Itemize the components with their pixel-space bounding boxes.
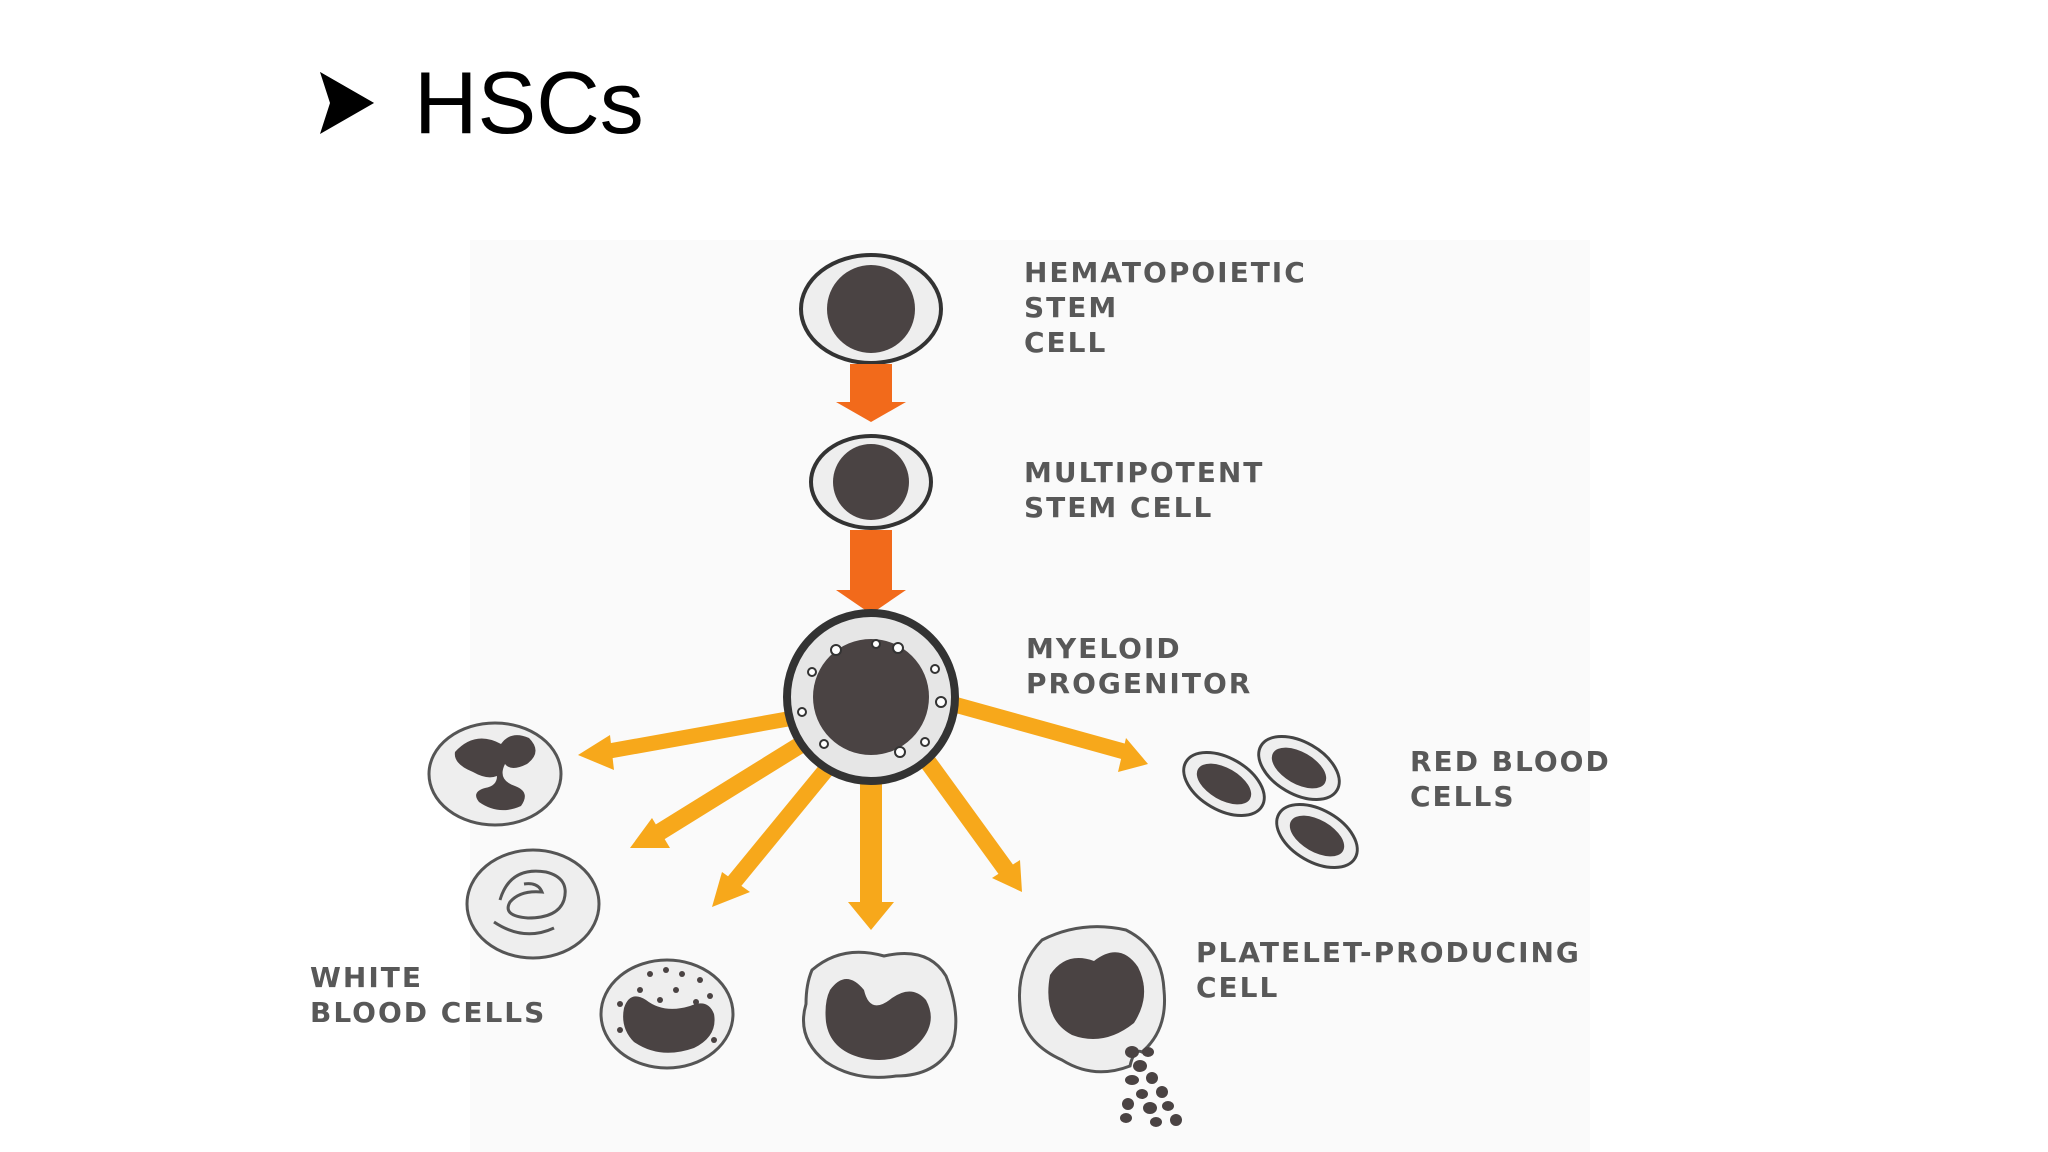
myeloid-label-line-2: PROGENITOR [1026,667,1252,700]
myeloid-label-line-1: MYELOID [1026,632,1182,665]
wbc-label-line-2: BLOOD CELLS [310,996,546,1029]
wbc-lymphocyte [465,848,601,960]
red-blood-cells [1182,735,1359,869]
arrow-to-wbc-2 [630,735,810,848]
wbc-label-line-1: WHITE [310,961,423,994]
rbc-label-line-2: CELLS [1410,780,1516,813]
slide-title: HSCs [316,48,644,158]
platelet-producing-cell [1017,925,1167,1074]
multipotent-stem-cell [809,434,933,530]
hsc-label-line-3: CELL [1024,326,1107,359]
myeloid-progenitor-cell [783,609,959,785]
arrowhead-bullet-icon [320,72,374,134]
rbc-label-line-1: RED BLOOD [1410,745,1611,778]
multipotent-label-line-2: STEM CELL [1024,491,1213,524]
platelet-label-line-1: PLATELET-PRODUCING [1196,936,1581,969]
arrow-hsc-to-multipotent [836,364,906,422]
wbc-neutrophil [427,721,563,827]
arrow-to-rbc [952,697,1148,772]
hsc-label-line-2: STEM [1024,291,1118,324]
arrow-to-wbc-4 [848,768,894,930]
arrow-to-wbc-5 [910,742,1022,892]
wbc-monocyte [802,950,958,1079]
hematopoietic-stem-cell [799,253,943,365]
wbc-granulocyte [599,958,735,1070]
platelet-label-line-2: CELL [1196,971,1279,1004]
arrow-to-wbc-3 [712,752,843,907]
arrow-multipotent-to-myeloid [836,530,906,614]
slide-title-text: HSCs [414,53,644,152]
hsc-label-line-1: HEMATOPOIETIC [1024,256,1307,289]
multipotent-label-line-1: MULTIPOTENT [1024,456,1264,489]
arrow-to-wbc-1 [578,710,797,770]
platelets [1120,1046,1182,1127]
branch-arrows [578,697,1148,930]
